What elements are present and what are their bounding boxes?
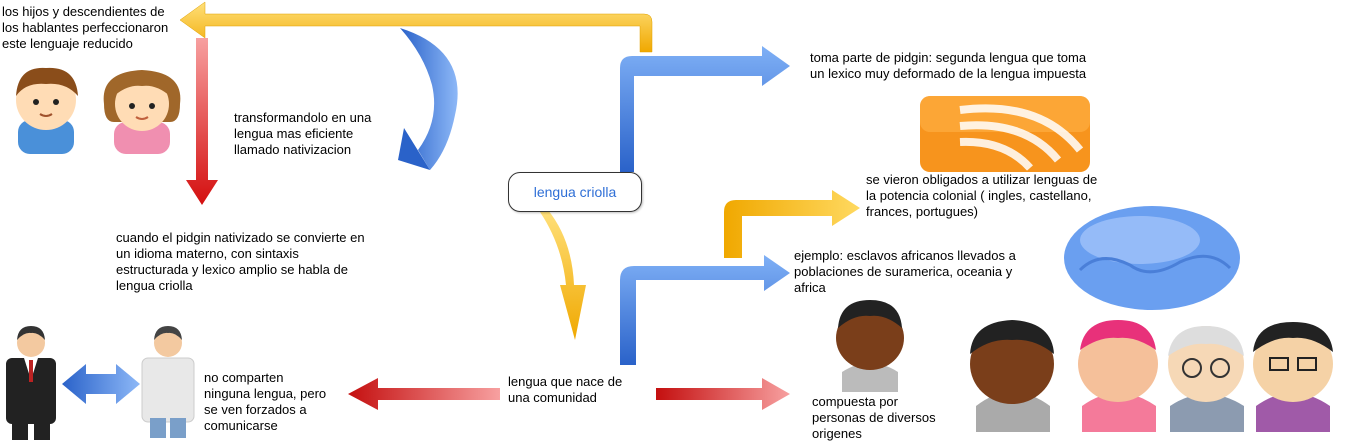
man-icon — [141, 326, 195, 438]
central-node-lengua-criolla: lengua criolla — [508, 172, 642, 212]
girl-icon — [103, 70, 181, 154]
old-man-icon — [1168, 326, 1244, 432]
arrow-blue-up-right — [620, 46, 790, 172]
label-no-comparten: no comparten ninguna lengua, pero se ven… — [204, 370, 327, 433]
boy-icon — [16, 67, 78, 154]
label-cuando: cuando el pidgin nativizado se convierte… — [116, 230, 365, 293]
arrow-red-left — [348, 378, 500, 410]
label-ejemplo: ejemplo: esclavos africanos llevados a p… — [794, 248, 1016, 295]
globe-icon — [1064, 206, 1240, 310]
arrow-red-right — [656, 378, 790, 410]
businessman-icon — [6, 326, 56, 440]
asian-person-icon — [1253, 322, 1333, 432]
arrow-yellow-top — [179, 1, 653, 53]
label-transformandolo: transformandolo en una lengua mas eficie… — [234, 110, 372, 157]
label-hijos: los hijos y descendientes de los hablant… — [2, 4, 169, 51]
label-compuesta: compuesta por personas de diversos orige… — [812, 394, 936, 441]
label-lengua-nace: lengua que nace de una comunidad — [508, 374, 623, 405]
arrow-blue-curve — [400, 28, 458, 170]
arrow-blue-double — [62, 364, 140, 404]
label-toma-parte: toma parte de pidgin: segunda lengua que… — [810, 50, 1087, 81]
arrow-red-down — [186, 38, 218, 205]
rss-feed-icon — [920, 96, 1090, 172]
label-se-vieron: se vieron obligados a utilizar lenguas d… — [866, 172, 1098, 219]
arrow-yellow-down — [540, 210, 586, 340]
african-person-icon — [836, 300, 904, 392]
african-man-icon — [970, 320, 1054, 432]
arrow-blue-right — [620, 255, 790, 365]
woman-icon — [1078, 320, 1158, 432]
arrow-yellow-right — [724, 190, 860, 258]
